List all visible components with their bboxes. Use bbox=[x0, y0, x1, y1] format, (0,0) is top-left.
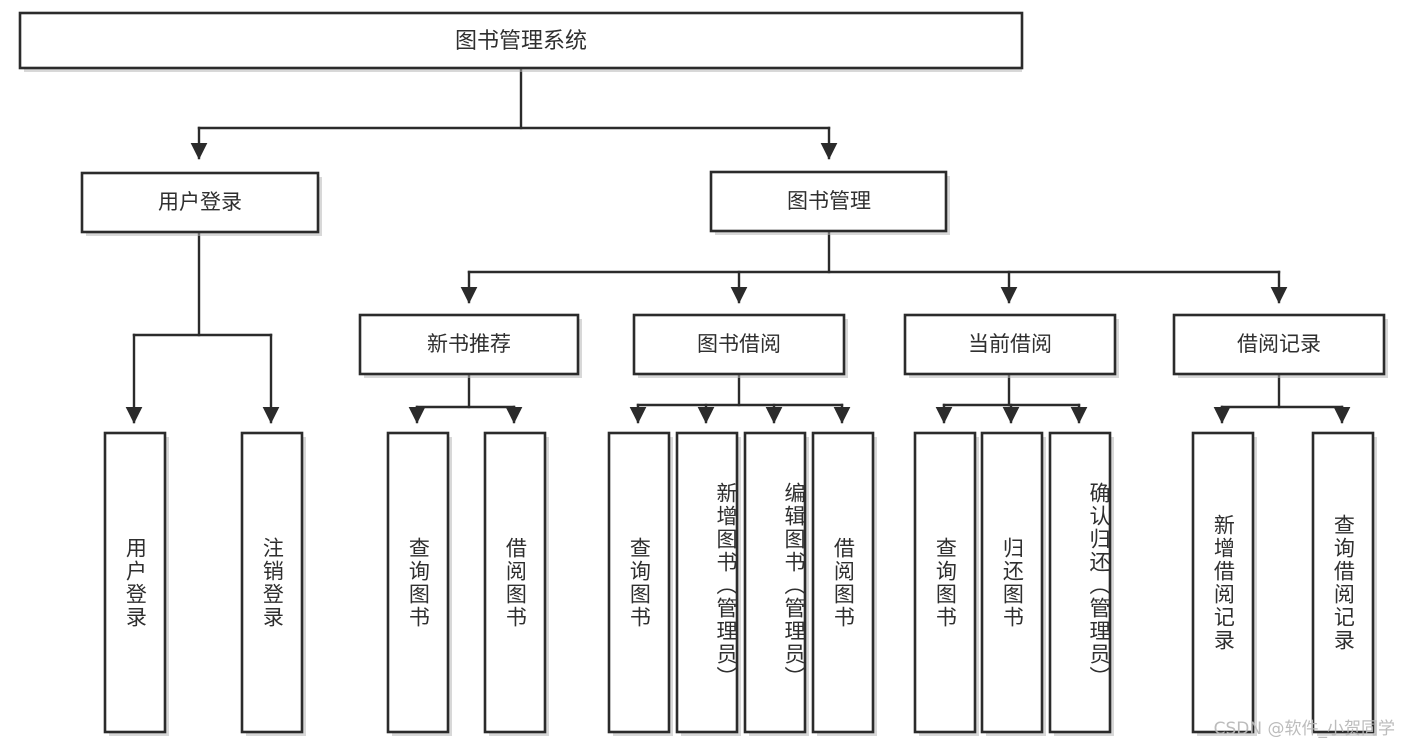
leaf-query-record-box[interactable] bbox=[1311, 431, 1375, 734]
node-book-manage-label: 图书管理 bbox=[787, 189, 871, 213]
leaf-query-book-1-box[interactable] bbox=[386, 431, 450, 734]
node-book-borrow-label: 图书借阅 bbox=[697, 332, 781, 356]
node-root-label: 图书管理系统 bbox=[455, 29, 587, 54]
leaf-query-book-3-box[interactable] bbox=[913, 431, 977, 734]
node-current-borrow-box[interactable] bbox=[903, 313, 1117, 376]
leaf-confirm-return-box[interactable] bbox=[1048, 431, 1112, 734]
node-borrow-record-box[interactable] bbox=[1172, 313, 1386, 376]
node-user-login-label: 用户登录 bbox=[158, 190, 242, 214]
leaf-user-login-box[interactable] bbox=[103, 431, 167, 734]
leaf-borrow-book-2-box[interactable] bbox=[811, 431, 875, 734]
leaf-user-logout-box[interactable] bbox=[240, 431, 304, 734]
node-layer: 图书管理系统 用户登录 图书管理 新书推荐 图书借阅 当前借阅 借阅记录 bbox=[18, 11, 1388, 736]
leaf-add-book-box[interactable] bbox=[675, 431, 739, 734]
csdn-watermark: CSDN @软件_小贺同学 bbox=[1213, 719, 1395, 739]
leaf-add-record-box[interactable] bbox=[1191, 431, 1255, 734]
leaf-return-book-box[interactable] bbox=[980, 431, 1044, 734]
node-current-borrow-label: 当前借阅 bbox=[968, 332, 1052, 356]
node-root-box[interactable] bbox=[18, 11, 1024, 70]
leaf-query-book-2-box[interactable] bbox=[607, 431, 671, 734]
node-new-book-recommend-label: 新书推荐 bbox=[427, 332, 511, 356]
connector-layer bbox=[125, 66, 1351, 424]
node-new-book-recommend-box[interactable] bbox=[358, 313, 580, 376]
node-book-manage-box[interactable] bbox=[709, 170, 948, 233]
node-book-borrow-box[interactable] bbox=[632, 313, 846, 376]
node-borrow-record-label: 借阅记录 bbox=[1237, 332, 1321, 356]
leaf-edit-book-box[interactable] bbox=[743, 431, 807, 734]
node-user-login-box[interactable] bbox=[80, 171, 320, 234]
leaf-borrow-book-1-box[interactable] bbox=[483, 431, 547, 734]
